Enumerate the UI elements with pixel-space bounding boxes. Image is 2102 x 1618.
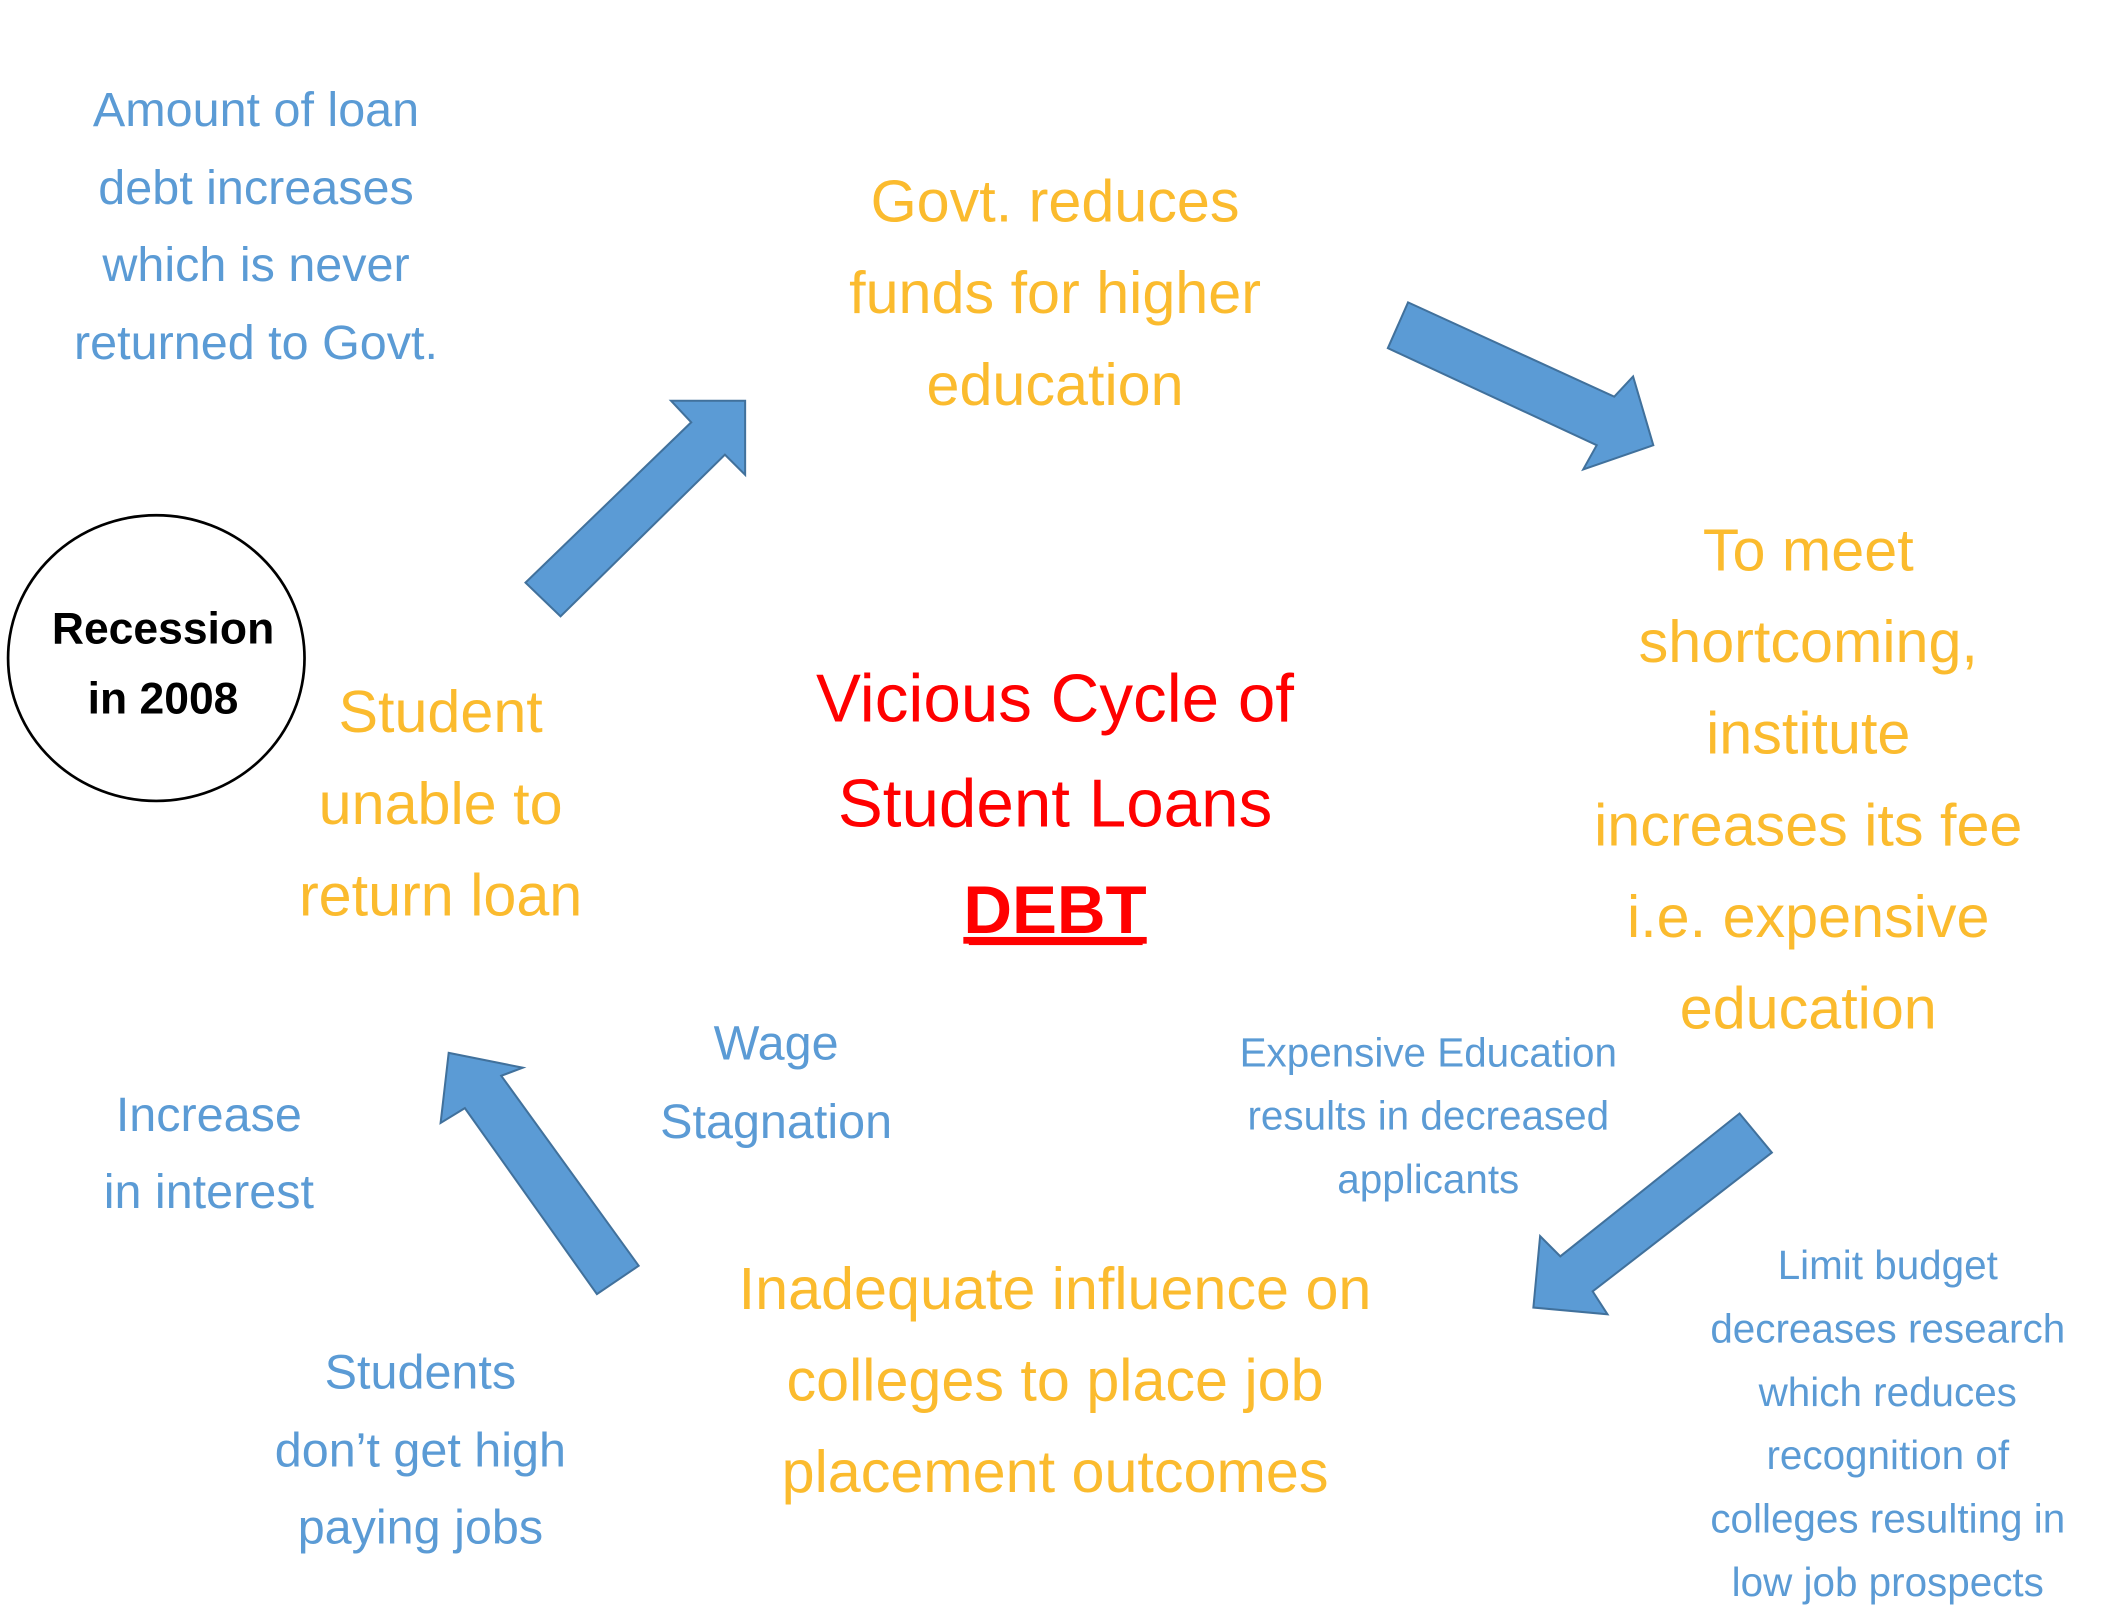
note-line: Expensive Education (1240, 1029, 1617, 1075)
note-line: Students (325, 1345, 516, 1399)
recession-node: Recession in 2008 (6, 513, 306, 803)
debt-underline (968, 939, 1143, 946)
stage-line: education (1680, 975, 1937, 1042)
note-line: Wage (714, 1017, 839, 1071)
stage-line: Govt. reduces (871, 168, 1240, 235)
note-wage-stagnation: Wage Stagnation (660, 1017, 892, 1149)
stage-line: education (927, 351, 1184, 418)
note-line: Amount of loan (93, 83, 419, 137)
note-line: paying jobs (298, 1500, 543, 1554)
recession-line: Recession (52, 604, 274, 653)
note-no-high-paying-jobs: Students don’t get high paying jobs (275, 1345, 566, 1554)
stage-line: funds for higher (849, 259, 1261, 326)
recession-circle (6, 513, 306, 803)
note-line: recognition of (1766, 1432, 2009, 1478)
note-line: colleges resulting in (1710, 1496, 2065, 1542)
stage-line: Student (338, 678, 543, 745)
arrow-to-govt (524, 399, 747, 618)
arrow-to-student (439, 1051, 641, 1296)
note-line: decreases research (1710, 1306, 2065, 1352)
stage-line: i.e. expensive (1627, 883, 1989, 950)
title-line: Student Loans (838, 767, 1272, 842)
note-loan-debt: Amount of loan debt increases which is n… (74, 83, 438, 370)
stage-line: shortcoming, (1639, 608, 1978, 675)
note-line: applicants (1337, 1156, 1519, 1202)
arrow-to-placement (1532, 1112, 1774, 1316)
note-line: don’t get high (275, 1424, 566, 1478)
title-debt: DEBT (963, 873, 1146, 948)
stage-institute-increases-fee: To meet shortcoming, institute increases… (1594, 517, 2022, 1042)
stage-govt-reduces-funds: Govt. reduces funds for higher education (849, 168, 1261, 418)
note-line: in interest (104, 1165, 315, 1219)
note-line: debt increases (98, 161, 413, 215)
note-line: low job prospects (1732, 1559, 2044, 1605)
note-limit-budget: Limit budget decreases research which re… (1710, 1242, 2065, 1605)
diagram-title: Vicious Cycle of Student Loans DEBT (816, 661, 1294, 948)
stage-line: increases its fee (1594, 791, 2022, 858)
note-line: Limit budget (1778, 1242, 1998, 1288)
note-line: returned to Govt. (74, 316, 438, 370)
note-line: Stagnation (660, 1095, 892, 1149)
note-increase-interest: Increase in interest (104, 1088, 315, 1219)
note-decreased-applicants: Expensive Education results in decreased… (1240, 1029, 1617, 1202)
stage-line: unable to (319, 770, 563, 837)
title-line: Vicious Cycle of (816, 661, 1294, 736)
stage-student-unable-to-return: Student unable to return loan (299, 678, 582, 928)
stage-line: return loan (299, 861, 582, 928)
stage-line: Inadequate influence on (739, 1255, 1372, 1322)
stage-line: placement outcomes (782, 1438, 1329, 1505)
recession-line: in 2008 (88, 674, 239, 723)
arrow-to-institute (1386, 301, 1655, 472)
note-line: which reduces (1758, 1369, 2017, 1415)
note-line: Increase (116, 1088, 302, 1142)
note-line: results in decreased (1247, 1093, 1609, 1139)
stage-inadequate-placement: Inadequate influence on colleges to plac… (739, 1255, 1372, 1505)
stage-line: institute (1706, 700, 1910, 767)
stage-line: colleges to place job (787, 1347, 1324, 1414)
stage-line: To meet (1703, 517, 1914, 584)
note-line: which is never (101, 238, 409, 292)
